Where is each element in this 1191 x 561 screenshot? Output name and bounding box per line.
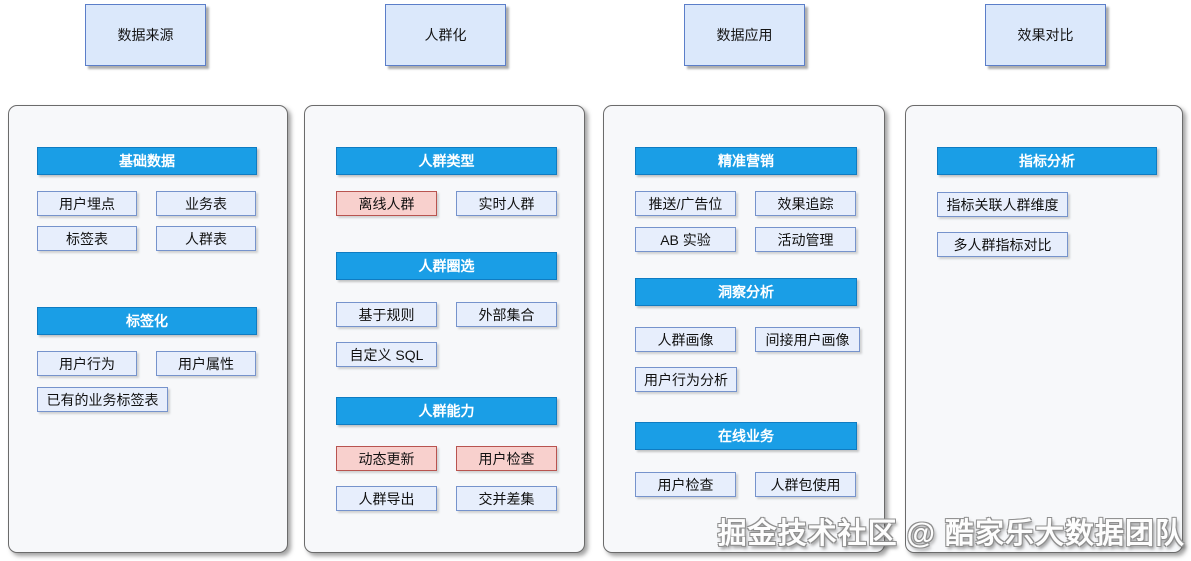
stage-box-crowd: 人群化 (385, 4, 506, 66)
section-header: 精准营销 (635, 147, 857, 175)
stage-box-label: 数据来源 (117, 27, 174, 43)
section-header: 人群圈选 (336, 252, 557, 280)
node-box: 指标关联人群维度 (937, 192, 1068, 217)
node-box: 效果追踪 (755, 191, 856, 216)
panel-application: 精准营销 推送/广告位 效果追踪 AB 实验 活动管理 洞察分析 人群画像 间接… (603, 105, 885, 553)
node-box: 间接用户画像 (755, 327, 860, 352)
node-box: 多人群指标对比 (937, 232, 1068, 257)
node-box: 推送/广告位 (635, 191, 736, 216)
section-header: 在线业务 (635, 422, 857, 450)
node-box: 用户属性 (156, 351, 256, 376)
section-header: 标签化 (37, 307, 257, 335)
stage-box-label: 人群化 (424, 27, 467, 43)
node-box: 用户行为分析 (635, 367, 737, 392)
node-box: 人群导出 (336, 486, 437, 511)
node-box: 人群画像 (635, 327, 736, 352)
node-box: 动态更新 (336, 446, 437, 471)
panel-comparison: 指标分析 指标关联人群维度 多人群指标对比 (905, 105, 1183, 553)
section-header: 人群能力 (336, 397, 557, 425)
panel-data-source: 基础数据 用户埋点 业务表 标签表 人群表 标签化 用户行为 用户属性 已有的业… (8, 105, 288, 553)
node-box: 业务表 (156, 191, 256, 216)
node-box: 人群表 (156, 226, 256, 251)
panel-crowd: 人群类型 离线人群 实时人群 人群圈选 基于规则 外部集合 自定义 SQL 人群… (304, 105, 585, 553)
stage-box-comparison: 效果对比 (985, 4, 1106, 66)
section-header: 基础数据 (37, 147, 257, 175)
watermark: 掘金技术社区 @ 酷家乐大数据团队 (717, 518, 1185, 550)
node-box: 用户检查 (456, 446, 557, 471)
node-box: 交并差集 (456, 486, 557, 511)
node-box: 标签表 (37, 226, 137, 251)
section-header: 洞察分析 (635, 278, 857, 306)
node-box: 用户埋点 (37, 191, 137, 216)
section-header: 指标分析 (937, 147, 1157, 175)
node-box: 人群包使用 (755, 472, 856, 497)
node-box: 已有的业务标签表 (37, 387, 168, 412)
node-box: 活动管理 (755, 227, 856, 252)
node-box: 离线人群 (336, 191, 437, 216)
stage-box-data-source: 数据来源 (85, 4, 206, 66)
stage-box-label: 效果对比 (1017, 27, 1074, 43)
stage-box-application: 数据应用 (684, 4, 805, 66)
node-box: 用户检查 (635, 472, 736, 497)
node-box: 自定义 SQL (336, 342, 437, 367)
section-header: 人群类型 (336, 147, 557, 175)
node-box: 用户行为 (37, 351, 137, 376)
node-box: AB 实验 (635, 227, 736, 252)
node-box: 实时人群 (456, 191, 557, 216)
node-box: 基于规则 (336, 302, 437, 327)
node-box: 外部集合 (456, 302, 557, 327)
stage-box-label: 数据应用 (716, 27, 773, 43)
